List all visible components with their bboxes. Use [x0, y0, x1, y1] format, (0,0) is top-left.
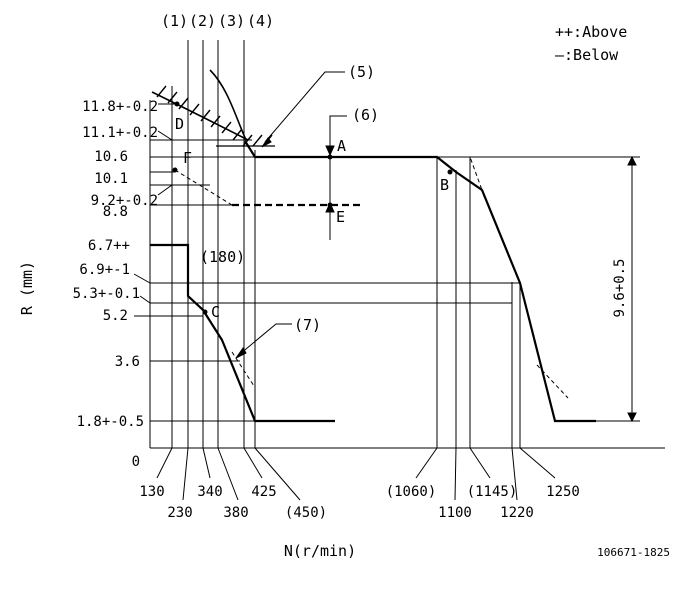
point-label-a: A	[337, 137, 346, 155]
y-label-leaders	[133, 103, 177, 317]
x-tick-1220: 1220	[500, 505, 534, 521]
leader-5	[261, 71, 345, 148]
full-load-curve	[244, 140, 596, 423]
y-tick-10.1: 10.1	[94, 171, 128, 187]
x-tick-425: 425	[251, 484, 276, 500]
idle-curve	[150, 243, 335, 423]
callout-7: (7)	[294, 316, 321, 334]
x-tick-1250: 1250	[546, 484, 580, 500]
x-tick-450: (450)	[285, 505, 327, 521]
y-tick-10.6: 10.6	[94, 149, 128, 165]
point-label-e: E	[336, 208, 345, 226]
x-tick-1145: (1145)	[467, 484, 518, 500]
marker-4: (4)	[247, 12, 274, 30]
x-tick-340: 340	[197, 484, 222, 500]
x-tick-leaders	[156, 447, 556, 501]
x-axis-title: N(r/min)	[284, 542, 356, 560]
y-tick-0: 0	[132, 454, 140, 470]
marker-3: (3)	[218, 12, 245, 30]
arrow-6	[325, 115, 347, 240]
y-tick-6.7: 6.7++	[88, 238, 130, 254]
dashed-branches	[174, 156, 569, 399]
y-tick-5.2: 5.2	[103, 308, 128, 324]
legend-below: —:Below	[555, 46, 619, 64]
x-tick-130: 130	[139, 484, 164, 500]
y-tick-6.9: 6.9+-1	[79, 262, 130, 278]
point-label-c: C	[211, 303, 220, 321]
y-tick-11.1: 11.1+-0.2	[82, 125, 158, 141]
callout-180: (180)	[200, 248, 245, 266]
point-label-f: F	[183, 149, 192, 167]
x-tick-1100: 1100	[438, 505, 472, 521]
y-tick-1.8: 1.8+-0.5	[77, 414, 144, 430]
y-tick-3.6: 3.6	[115, 354, 140, 370]
x-tick-1060: (1060)	[386, 484, 437, 500]
horizontal-reference-lines	[150, 139, 640, 422]
marker-2: (2)	[189, 12, 216, 30]
y-axis-title: R (mm)	[18, 261, 36, 315]
y-tick-11.8: 11.8+-0.2	[82, 99, 158, 115]
y-tick-5.3: 5.3+-0.1	[73, 286, 140, 302]
point-label-b: B	[440, 176, 449, 194]
stop-limit-hatching	[151, 69, 275, 147]
y-tick-9.2: 9.2+-0.2	[91, 193, 158, 209]
dimension-label: 9.6+0.5	[612, 258, 628, 317]
vertical-reference-lines	[171, 40, 521, 448]
point-label-d: D	[175, 115, 184, 133]
dimension-arrow	[627, 155, 637, 423]
legend-above: ++:Above	[555, 23, 627, 41]
drawing-number: 106671-1825	[597, 546, 670, 559]
marker-1: (1)	[161, 12, 188, 30]
y-tick-8.8: 8.8	[103, 204, 128, 220]
callout-6: (6)	[352, 106, 379, 124]
callout-5: (5)	[348, 63, 375, 81]
x-tick-230: 230	[167, 505, 192, 521]
leader-7	[235, 323, 292, 359]
x-tick-380: 380	[223, 505, 248, 521]
